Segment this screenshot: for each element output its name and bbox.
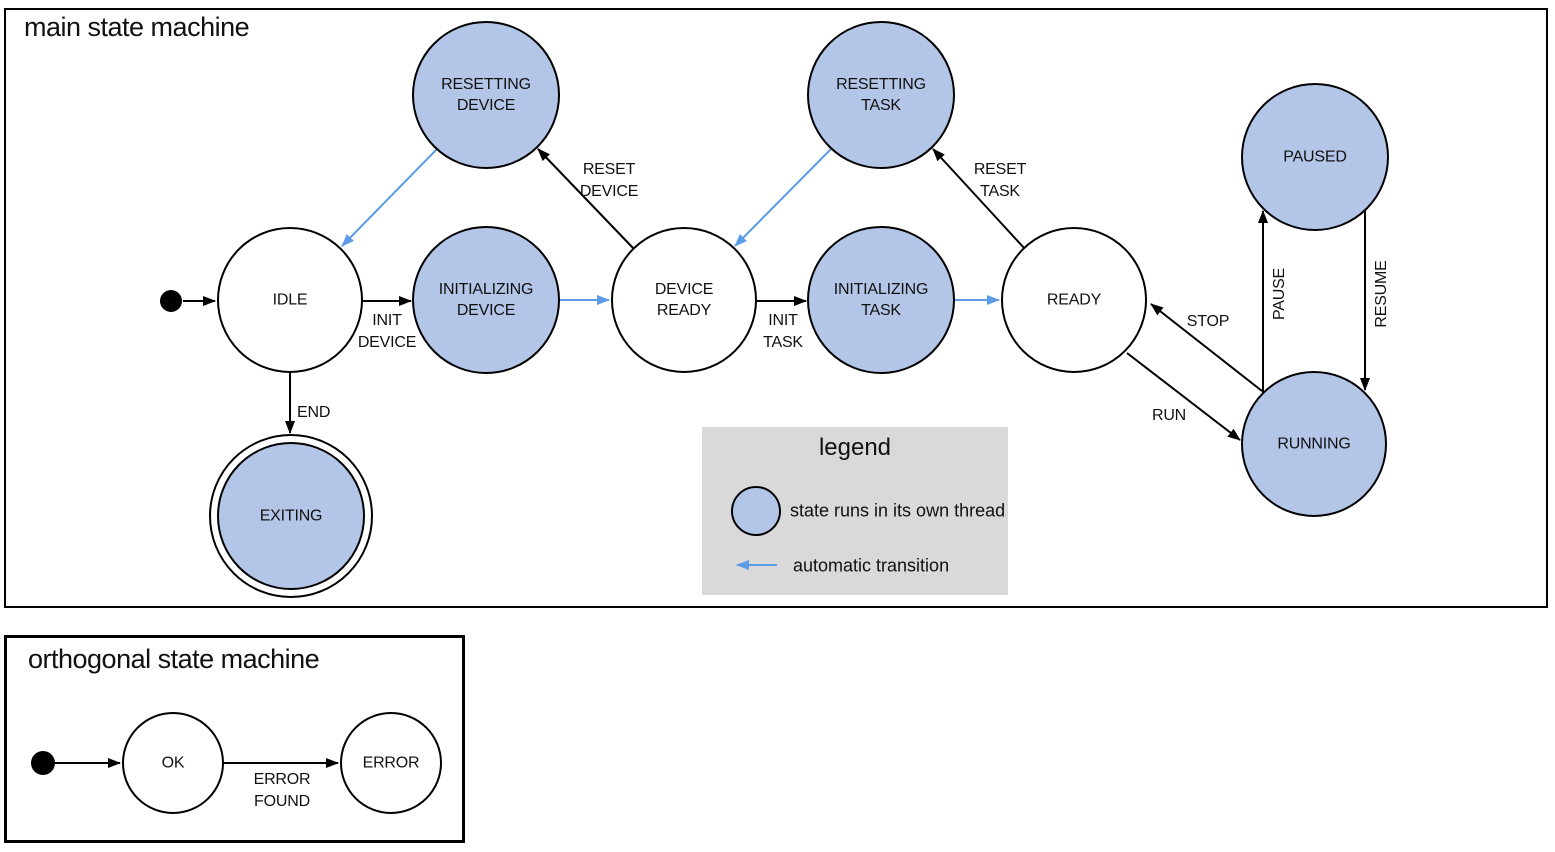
transition-label-pause: PAUSE bbox=[1271, 267, 1288, 321]
orthogonal-state-machine-frame bbox=[4, 635, 465, 843]
main-diagram-title: main state machine bbox=[24, 12, 250, 42]
state-label-ok: OK bbox=[161, 754, 185, 772]
state-label-idle: IDLE bbox=[272, 291, 308, 309]
state-label-exiting: EXITING bbox=[259, 507, 323, 525]
ortho-diagram-title: orthogonal state machine bbox=[28, 644, 320, 674]
transition-label-reset-device: RESET DEVICE bbox=[579, 161, 639, 200]
transition-label-error-found: ERROR FOUND bbox=[253, 771, 311, 810]
legend-automatic-transition-label: automatic transition bbox=[793, 555, 950, 576]
transition-label-init-task: INIT TASK bbox=[763, 312, 803, 351]
state-label-initializing-device: INITIALIZING DEVICE bbox=[438, 281, 534, 319]
state-label-ready: READY bbox=[1046, 291, 1102, 309]
state-label-device-ready: DEVICE READY bbox=[654, 281, 714, 319]
transition-label-resume: RESUME bbox=[1373, 260, 1390, 328]
state-label-paused: PAUSED bbox=[1283, 148, 1347, 166]
state-label-running: RUNNING bbox=[1277, 435, 1351, 453]
legend-title: legend bbox=[818, 434, 892, 461]
transition-label-run: RUN bbox=[1151, 407, 1187, 424]
transition-label-reset-task: RESET TASK bbox=[973, 161, 1027, 200]
state-label-resetting-device: RESETTING DEVICE bbox=[441, 76, 531, 114]
state-label-error: ERROR bbox=[362, 754, 420, 772]
state-label-initializing-task: INITIALIZING TASK bbox=[833, 281, 929, 319]
transition-label-end: END bbox=[297, 404, 331, 421]
main-state-machine-frame bbox=[4, 8, 1548, 608]
transition-label-stop: STOP bbox=[1186, 313, 1230, 330]
state-label-resetting-task: RESETTING TASK bbox=[836, 76, 926, 114]
legend-threaded-state-label: state runs in its own thread bbox=[790, 500, 1006, 521]
transition-label-init-device: INIT DEVICE bbox=[357, 312, 417, 351]
